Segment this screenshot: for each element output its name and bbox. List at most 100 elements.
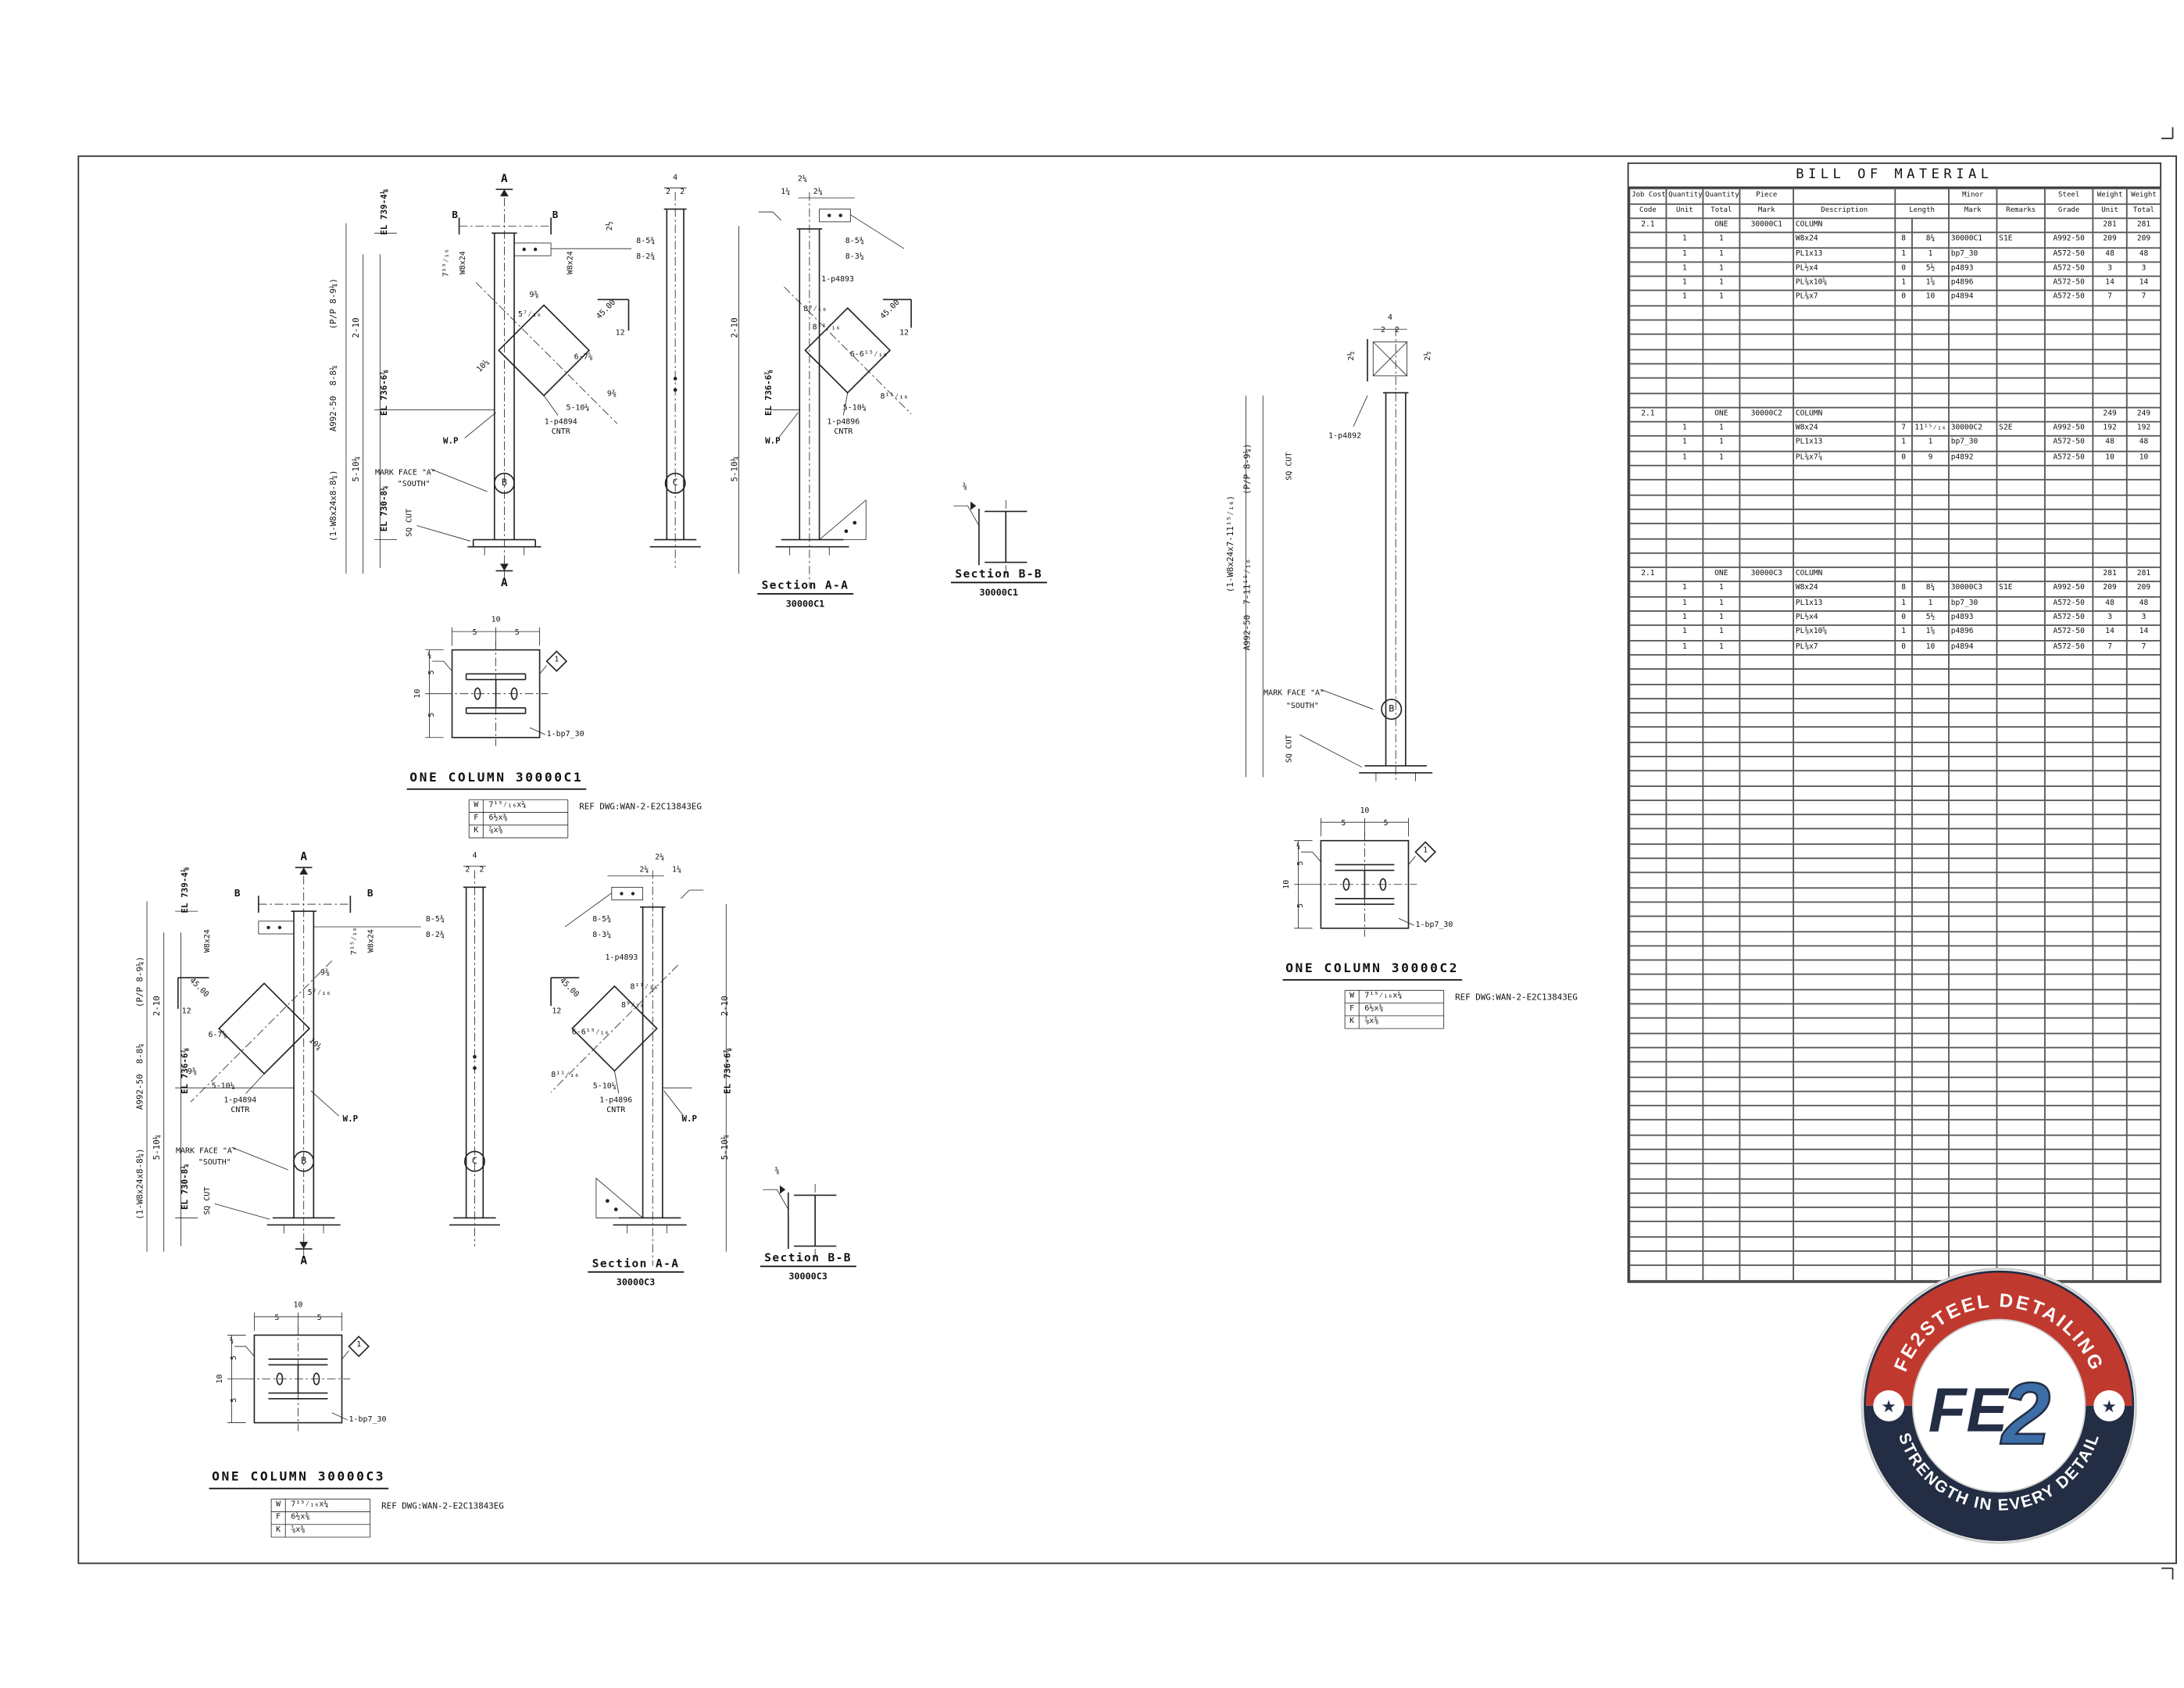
bom-cell <box>2125 799 2162 816</box>
annotation: 4 <box>472 852 477 861</box>
bom-cell <box>1911 1104 1950 1121</box>
bom-cell <box>1739 1221 1795 1238</box>
bom-cell <box>1911 494 1950 510</box>
bom-cell: 2.1 <box>1628 567 1667 583</box>
bom-row <box>1628 842 2162 860</box>
bom-cell <box>1911 930 1950 947</box>
annotation: K <box>474 826 479 835</box>
annotation: 5 <box>1341 819 1346 828</box>
bom-cell: A572-50 <box>2044 595 2094 612</box>
bom-cell: 48 <box>2092 435 2128 452</box>
bom-cell <box>1628 712 1667 728</box>
bom-cell <box>1739 842 1795 860</box>
annotation: 2 <box>1395 326 1400 335</box>
bom-cell: 209 <box>2125 581 2162 598</box>
bom-header-cell: Length <box>1894 202 1950 220</box>
bom-cell: 10 <box>2092 450 2128 467</box>
bom-cell <box>1739 697 1795 714</box>
bom-cell <box>2044 653 2094 671</box>
bom-cell <box>2044 770 2094 787</box>
bom-cell <box>1793 1119 1896 1136</box>
bom-cell <box>1996 814 2046 831</box>
bom-cell <box>1665 552 1704 569</box>
bom-cell <box>1628 872 1667 889</box>
bom-cell <box>1793 668 1896 685</box>
bom-row <box>1628 334 2162 350</box>
drawing-title: ONE COLUMN 30000C1 <box>406 772 586 790</box>
bom-cell <box>1894 697 1913 714</box>
bom-cell <box>1894 363 1913 380</box>
annotation: 7¹⁵⁄₁₆x¼ <box>1364 992 1403 1001</box>
section-bb-30000c1-linework <box>953 499 1028 574</box>
bom-cell <box>1996 683 2046 699</box>
annotation: 1 <box>356 1340 362 1350</box>
bom-cell: p4893 <box>1948 261 1998 277</box>
annotation: 2-10 <box>351 317 362 338</box>
registration-mark <box>2161 127 2174 140</box>
bom-cell: 1 <box>1894 435 1913 452</box>
bom-cell <box>2044 683 2094 699</box>
bom-cell <box>2125 1134 2162 1150</box>
annotation: "SOUTH" <box>397 480 431 489</box>
annotation: C <box>471 1155 477 1167</box>
bom-cell <box>2044 974 2094 990</box>
bom-cell <box>2092 1032 2128 1049</box>
bom-cell <box>1911 726 1950 743</box>
bom-header-cell: Piece <box>1739 188 1795 205</box>
bom-cell <box>1665 406 1704 423</box>
bom-cell <box>1894 712 1913 728</box>
bom-cell <box>1793 697 1896 714</box>
annotation: 5 <box>1296 903 1306 908</box>
annotation: B <box>452 209 458 221</box>
bom-cell <box>1996 290 2046 306</box>
bom-cell: 1 <box>1702 275 1741 292</box>
bom-cell <box>1793 857 1896 874</box>
bom-cell: PL⅜x10⅝ <box>1793 624 1896 642</box>
annotation: 6½x⅜ <box>488 814 508 823</box>
bom-cell <box>1894 653 1913 671</box>
bom-cell <box>1911 523 1950 539</box>
bom-cell <box>1793 1003 1896 1020</box>
bom-cell: 1 <box>1894 275 1913 292</box>
bom-cell <box>2092 756 2128 772</box>
bom-cell <box>1702 348 1741 365</box>
bom-cell <box>2044 494 2094 510</box>
annotation: K <box>276 1525 281 1535</box>
bom-cell <box>1948 989 1998 1005</box>
bom-cell <box>2125 901 2162 917</box>
bom-cell <box>1665 1075 1704 1093</box>
bom-cell <box>2092 1003 2128 1020</box>
bom-cell <box>1665 886 1704 903</box>
bom-cell: 192 <box>2092 421 2128 438</box>
annotation: (1-W8x24x8-8¼) <box>328 470 339 542</box>
bom-cell: 2.1 <box>1628 217 1667 234</box>
bom-cell <box>2044 1017 2094 1034</box>
bom-cell <box>1628 1221 1667 1238</box>
bom-cell: A572-50 <box>2044 275 2094 292</box>
bom-cell <box>1996 508 2046 525</box>
bom-cell <box>1793 828 1896 845</box>
bom-cell <box>1739 552 1795 569</box>
bom-cell: p4894 <box>1948 290 1998 306</box>
bom-cell: 8¼ <box>1911 232 1950 249</box>
bom-cell <box>1702 319 1741 336</box>
bom-cell: 14 <box>2092 275 2128 292</box>
bom-cell <box>1628 232 1667 249</box>
bom-cell <box>1996 668 2046 685</box>
bom-cell <box>1911 479 1950 495</box>
section-aa-30000c3-linework <box>550 870 727 1266</box>
bom-cell <box>1894 1163 1913 1179</box>
bom-cell <box>1996 959 2046 976</box>
bom-cell <box>2044 785 2094 801</box>
bom-cell: 0 <box>1894 639 1913 656</box>
bom-cell <box>2125 915 2162 932</box>
bom-cell <box>1894 334 1913 350</box>
annotation: 5 <box>274 1314 280 1323</box>
bom-cell: 1 <box>1911 246 1950 263</box>
bom-cell <box>2044 334 2094 350</box>
bom-cell: 1 <box>1665 232 1704 249</box>
annotation: W.P <box>681 1114 698 1125</box>
